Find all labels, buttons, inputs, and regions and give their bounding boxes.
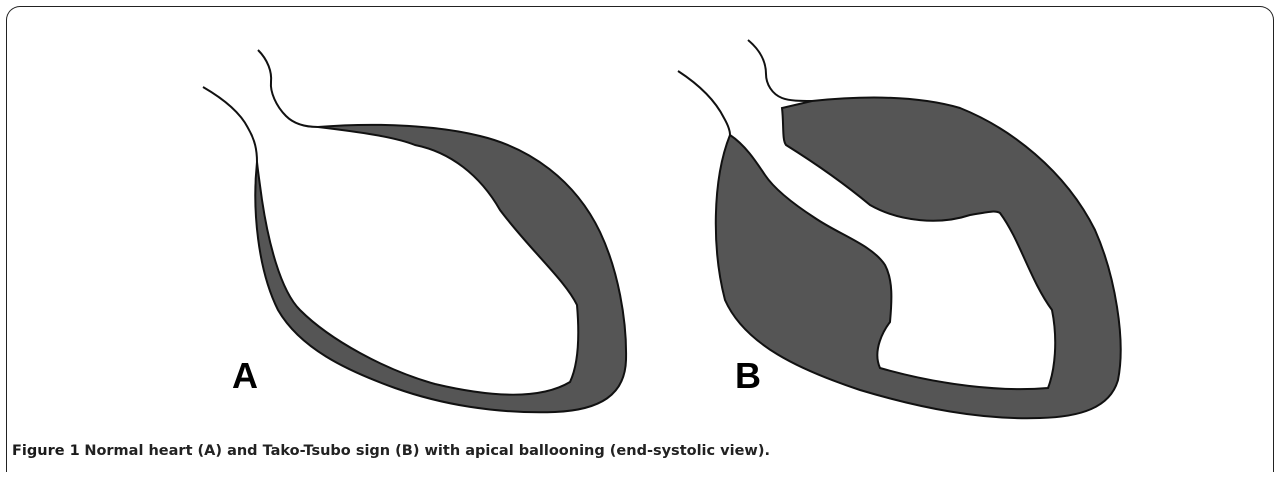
panel-a-outflow-right-line [258,50,318,127]
heart-diagram [0,0,1282,440]
panel-a-normal-heart [203,50,626,412]
panel-label-a: A [232,358,258,394]
panel-b-outflow-left-line [678,71,730,135]
panel-a-outflow-left-line [203,87,257,162]
caption-text: Normal heart (A) and Tako-Tsubo sign (B)… [84,443,770,459]
panel-b-outflow-right-line [748,40,812,101]
figure-caption: Figure 1 Normal heart (A) and Tako-Tsubo… [12,443,770,459]
panel-a-myocardium [255,125,626,412]
panel-b-myocardium [716,98,1121,419]
panel-label-b: B [735,358,761,394]
caption-label: Figure 1 [12,443,80,459]
